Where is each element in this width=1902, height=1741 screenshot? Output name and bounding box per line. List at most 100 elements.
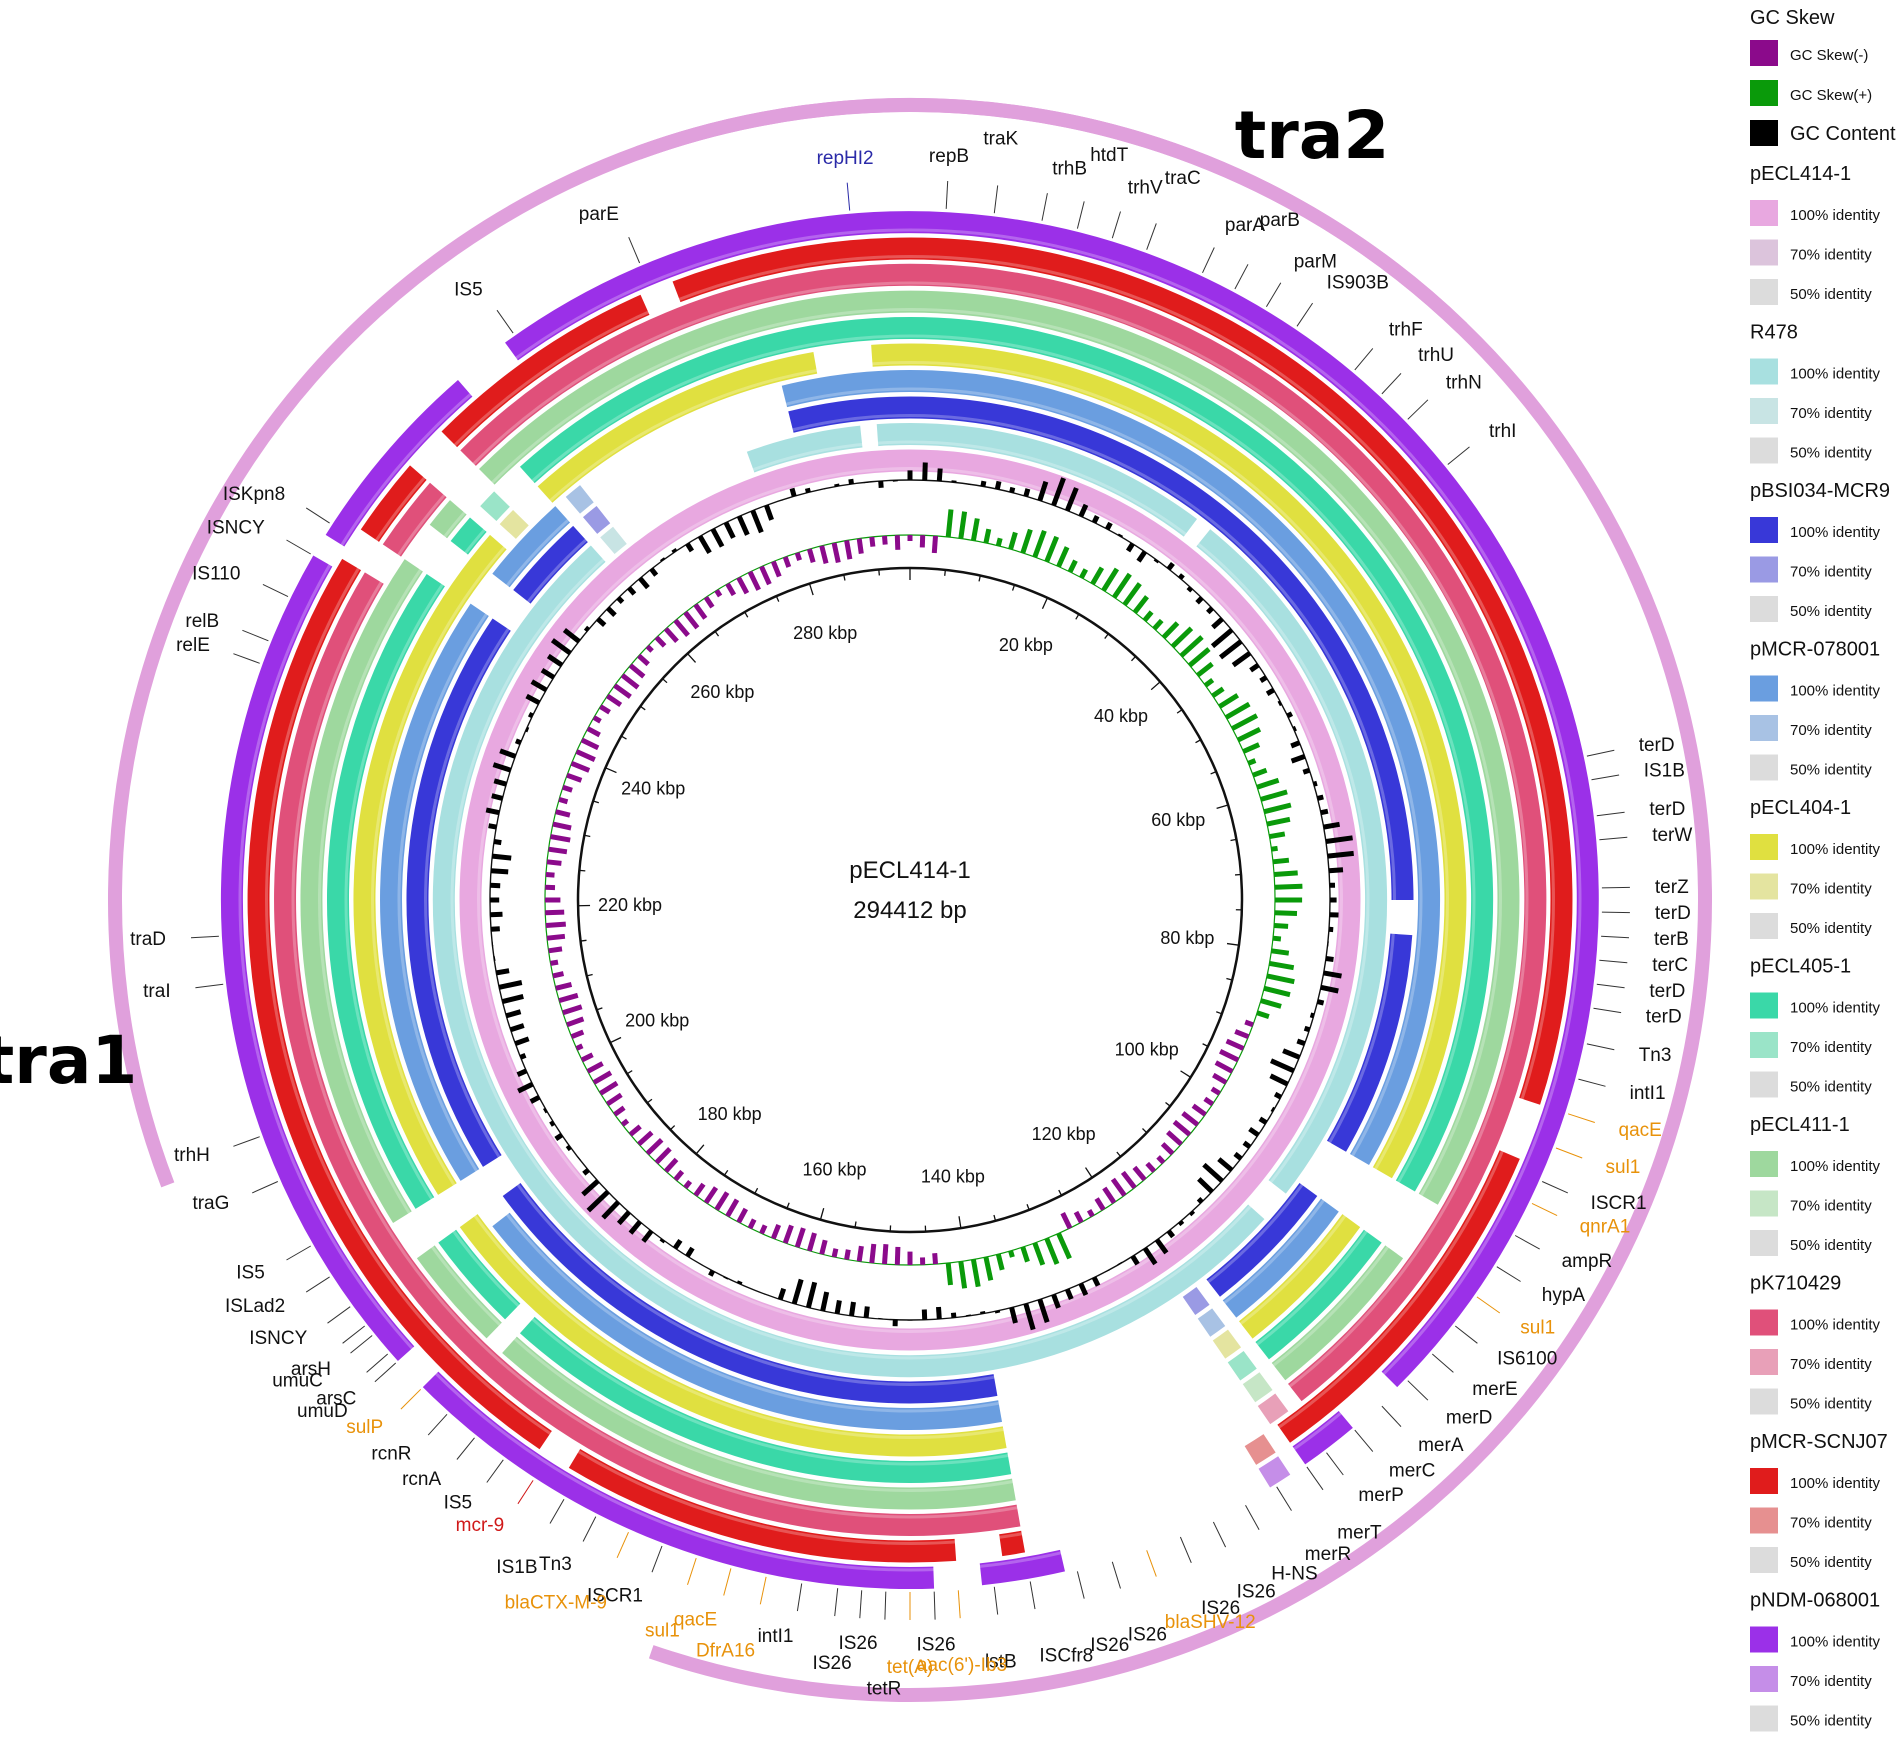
gc-content-bar [1067,1289,1071,1299]
gc-content-bar [1321,811,1328,813]
gc-skew-bar [1063,1213,1070,1228]
gene-leader [835,1588,838,1616]
gene-label: sul1 [1520,1317,1555,1338]
gc-content-bar [494,842,501,843]
gc-skew-bar [615,686,631,697]
gene-leader [1477,1297,1500,1313]
gene-leader [287,540,311,554]
gc-skew-bar [647,646,652,651]
gc-content-bar [1329,870,1343,871]
gc-content-bar [792,488,794,496]
gc-skew-bar [1168,1132,1182,1144]
gc-skew-bar [666,1159,677,1171]
gc-content-bar [1326,959,1334,960]
gene-label: IS5 [444,1493,473,1514]
gene-label: terD [1649,981,1685,1002]
legend-identity-label: 70% identity [1790,1356,1872,1373]
gene-label: Tn3 [1639,1045,1672,1066]
gc-skew-bar [834,543,838,563]
gene-label: H-NS [1271,1564,1317,1585]
gene-leader [1266,283,1280,307]
kbp-tick [1042,598,1047,609]
gene-label: IS903B [1327,272,1389,293]
gene-leader [428,1414,447,1435]
gene-label: traC [1165,168,1201,189]
gc-skew-bar [1270,963,1294,967]
gc-skew-bar [1103,569,1117,591]
gene-label: trhN [1446,373,1482,394]
gc-content-bar [1213,619,1222,627]
gc-skew-bar [675,620,688,635]
kbp-tick-label: 200 kbp [625,1010,689,1030]
legend-identity-label: 100% identity [1790,1475,1881,1492]
gc-content-bar [939,469,940,482]
gc-content-bar [556,1135,562,1139]
gc-skew-bar [572,1032,584,1037]
kbp-tick-label: 60 kbp [1151,810,1205,830]
gc-content-bar [739,516,747,535]
ring-partial [1219,1339,1235,1350]
gc-skew-bar [567,1019,583,1025]
gc-content-bar [494,781,506,784]
ring-partial [573,494,587,506]
gene-leader [1180,1537,1191,1563]
kbp-tick [670,1126,674,1130]
gc-skew-bar [1154,621,1162,629]
gc-content-bar [710,1271,713,1276]
gene-label: intI1 [758,1626,794,1647]
gene-leader [306,1277,329,1292]
ring-partial [607,535,620,545]
gene-leader [263,584,288,596]
kbp-tick [820,1208,823,1220]
gc-content-bar [1272,1109,1274,1110]
gene-leader [994,1587,997,1615]
gene-label: IS26 [1128,1624,1167,1645]
kbp-tick [879,569,880,575]
gc-skew-bar [577,1046,583,1049]
gc-content-bar [1251,665,1259,670]
gene-leader [1112,1562,1120,1589]
gc-skew-bar [706,597,713,607]
gc-skew-bar [998,538,1000,546]
gene-leader [1408,400,1428,420]
gc-skew-bar [1257,780,1279,787]
gc-content-bar [598,619,605,625]
gc-content-bar [491,929,500,930]
gc-skew-bar [1220,1051,1238,1060]
gene-label: intI1 [1630,1083,1666,1104]
kbp-tick [1177,710,1182,713]
plasmid-length: 294412 bp [853,897,966,924]
legend-identity-label: 50% identity [1790,762,1872,779]
legend-identity-label: 70% identity [1790,1673,1872,1690]
gc-skew-bar [559,995,578,1000]
gc-skew-bar [559,799,567,801]
gene-label: merT [1337,1522,1382,1543]
gc-skew-bar [847,541,850,560]
ring-partial [1189,1296,1203,1306]
legend-identity-label: 100% identity [1790,207,1881,224]
gene-leader [652,1546,662,1572]
gc-skew-bar [785,1226,791,1244]
gc-content-bar [1235,1154,1241,1159]
gc-skew-bar [1135,597,1147,613]
legend-group-title: pECL405-1 [1750,956,1851,978]
gc-skew-bar [630,1126,640,1134]
gc-skew-bar [706,1188,716,1203]
gc-skew-bar [948,510,951,538]
kbp-tick [724,1170,727,1175]
gene-leader [1602,887,1630,888]
gene-leader [1203,248,1215,273]
gc-skew-bar [601,1083,618,1093]
ring-partial [1249,1381,1266,1393]
gc-skew-bar [1226,704,1249,717]
gc-skew-bar [1245,1022,1253,1025]
gc-content-bar [491,871,508,872]
legend-swatch [1750,80,1778,106]
gc-skew-bar [1243,745,1259,752]
gc-content-bar [544,1110,546,1111]
gc-skew-bar [607,1095,621,1104]
legend-swatch [1750,279,1778,305]
kbp-tick-label: 40 kbp [1094,706,1148,726]
gene-leader [1030,1582,1035,1610]
